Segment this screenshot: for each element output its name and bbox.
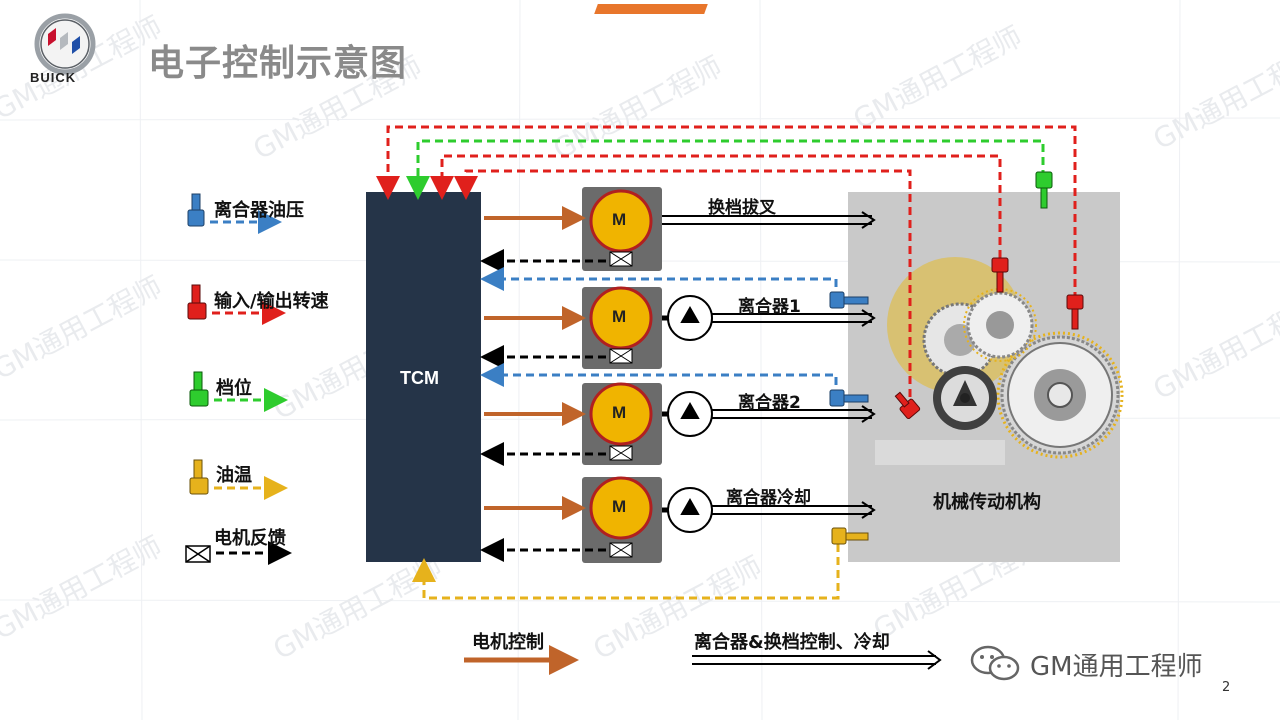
footer-brand: GM通用工程师 [1030,652,1203,682]
output-shift-fork: 换档拔叉 [708,198,776,218]
motor-row-1 [582,187,662,271]
motor-row-4 [582,476,662,563]
motor-label: M [612,497,627,516]
bottom-legend-motor-control: 电机控制 [472,632,544,653]
buick-logo-icon [34,13,96,75]
output-arrows [662,211,876,519]
legend-oil-temp: 油温 [216,465,252,486]
page-title: 电子控制示意图 [148,43,408,84]
output-clutch-cooling: 离合器冷却 [726,488,811,508]
legend-icons [185,193,292,565]
legend-motor-feedback: 电机反馈 [214,528,286,549]
page-number: 2 [1222,680,1231,695]
gear-icon [887,257,1124,459]
bottom-legend-clutch-shift: 离合器&换档控制、冷却 [694,632,890,653]
motor-row-3 [582,382,662,465]
motor-label: M [612,210,627,229]
motor-row-2 [582,286,662,369]
motor-control-arrows [484,206,586,520]
output-clutch1: 离合器1 [738,297,801,317]
sensor-icon [831,527,869,545]
tcm-label: TCM [400,368,439,388]
sensor-icon [829,291,869,407]
legend-gear-position: 档位 [216,378,252,399]
pump-icon [662,295,713,533]
tcm-box [366,192,481,562]
legend-clutch-pressure: 离合器油压 [214,200,304,221]
motor-label: M [612,307,627,326]
motor-label: M [612,403,627,422]
sensor-icon [894,171,1084,420]
legend-io-speed: 输入/输出转速 [214,291,329,312]
wechat-icon [970,645,1020,681]
output-clutch2: 离合器2 [738,393,801,413]
logo-text: BUICK [30,70,77,85]
mechanism-label: 机械传动机构 [933,492,1041,513]
